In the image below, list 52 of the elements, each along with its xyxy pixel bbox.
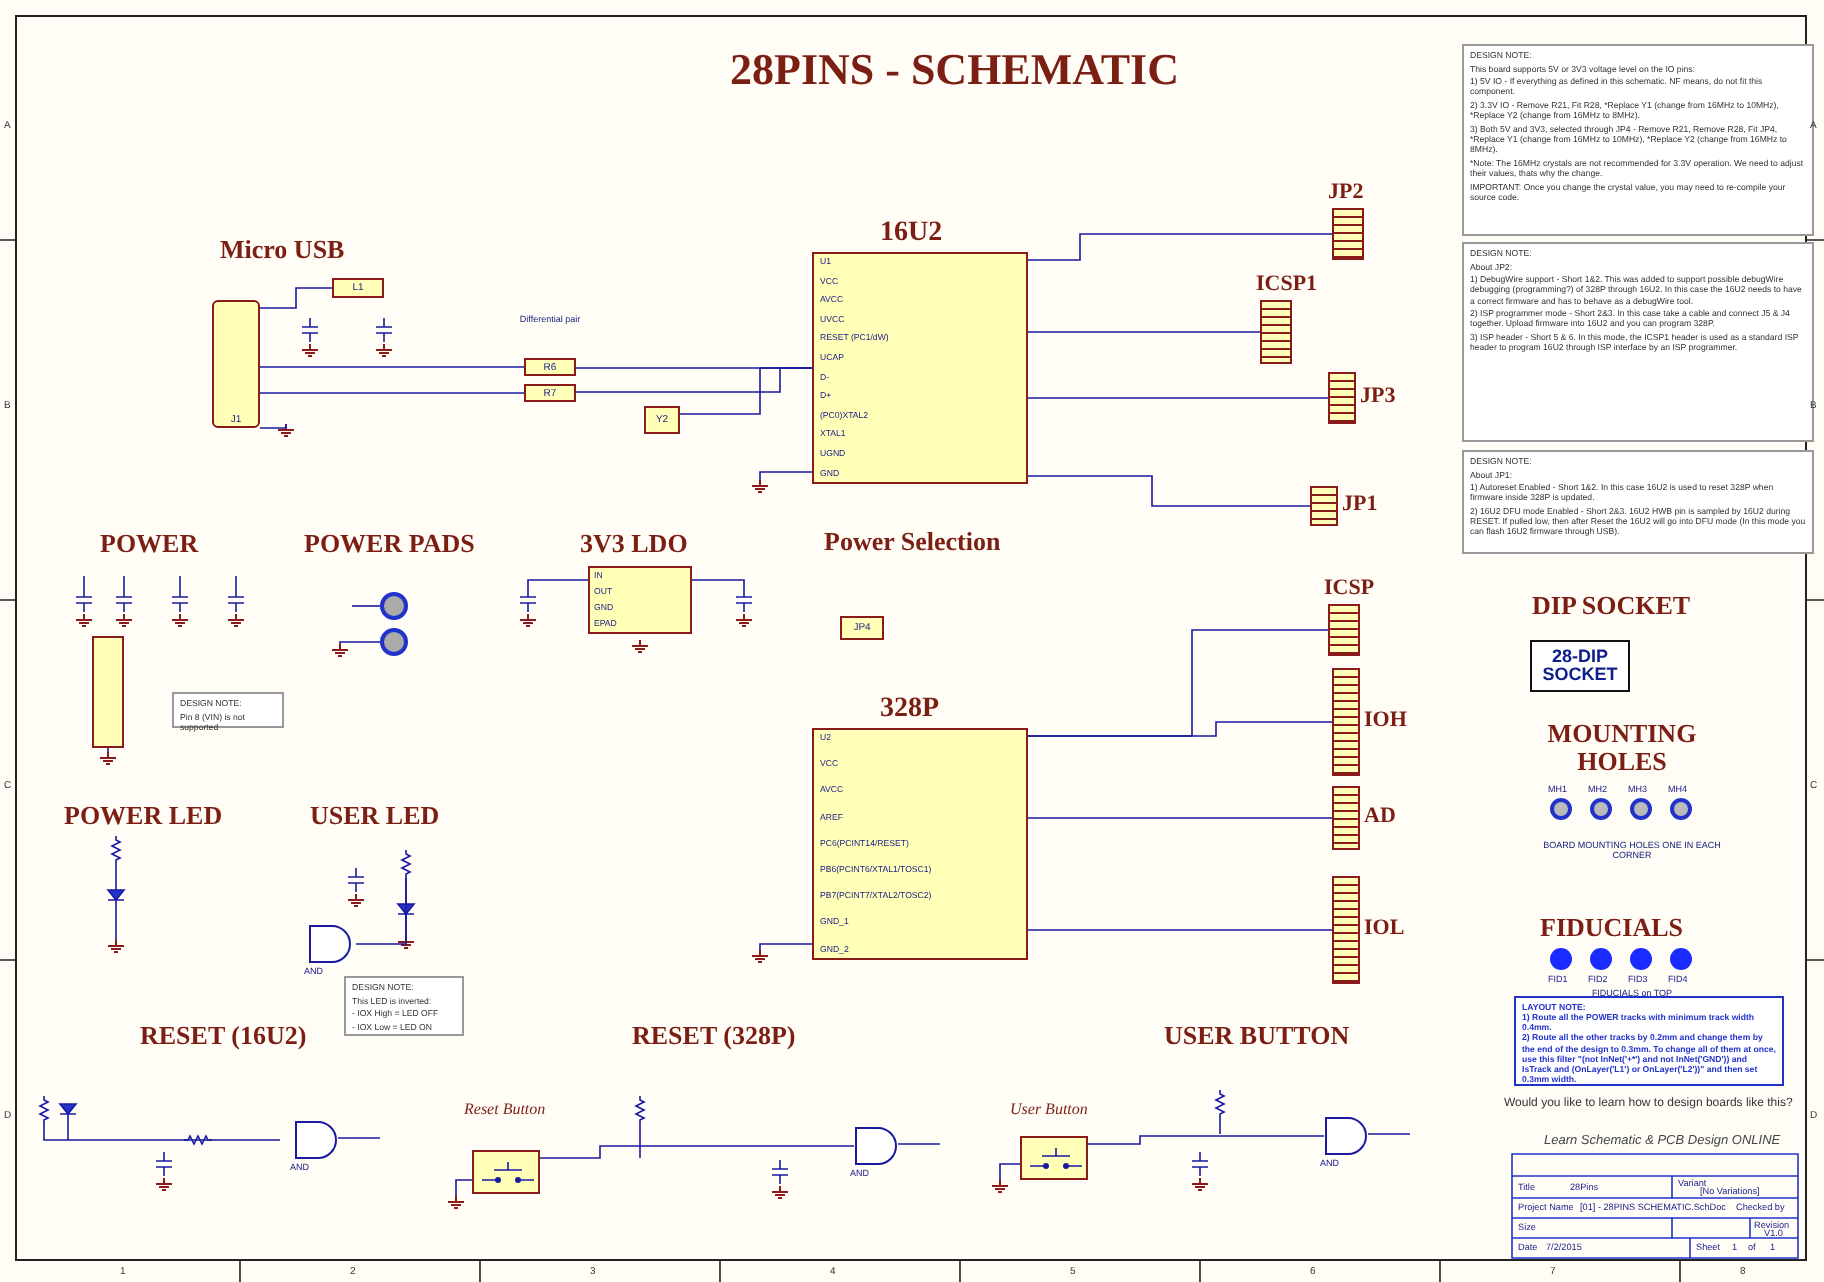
push-button-switch [1020,1136,1088,1180]
section-heading: Power Selection [824,526,1001,558]
header-label: ICSP1 [1256,272,1318,296]
chip-heading: 16U2 [880,218,943,250]
socket-box: 28-DIP SOCKET [1530,640,1630,692]
power-pad [380,628,408,656]
wire [1027,397,1329,399]
header-label: AD [1364,804,1396,828]
header-label: JP1 [1342,492,1378,516]
design-note-box [1462,242,1814,442]
regulator-chip [588,566,692,634]
design-note-box [1462,450,1814,554]
section-heading: RESET (328P) [632,1020,796,1052]
wire [259,287,333,309]
section-heading: MOUNTING HOLES [1545,720,1699,775]
design-note-box [1462,44,1814,236]
section-heading: POWER [100,528,199,560]
wire [679,367,813,415]
layout-note-box [1514,996,1784,1086]
subsection-label: Reset Button [464,1100,546,1118]
header-label: IOL [1364,916,1405,940]
section-heading: USER BUTTON [1164,1020,1350,1052]
section-heading: DIP SOCKET [1532,590,1691,622]
wire [1027,331,1261,333]
push-button-switch [472,1150,540,1194]
header-label: JP3 [1360,384,1396,408]
header-label: JP2 [1328,180,1364,204]
header-label: IOH [1364,708,1407,732]
section-heading: Micro USB [220,234,345,266]
design-note-box [344,976,464,1036]
section-heading: POWER PADS [304,528,475,560]
wire [1027,721,1333,737]
wire [1027,475,1311,507]
section-heading: 3V3 LDO [580,528,688,560]
wire [1027,929,1333,931]
section-heading: USER LED [310,800,440,832]
wire [539,1145,855,1159]
wire [259,366,525,368]
pin-header [92,636,124,748]
section-heading: POWER LED [64,800,223,832]
wire [1027,233,1333,261]
section-heading: RESET (16U2) [140,1020,307,1052]
section-heading: FIDUCIALS [1540,912,1684,944]
wire [1027,817,1333,819]
schematic-title: 28PINS - SCHEMATIC [730,44,1180,96]
wire [259,392,525,394]
chip-heading: 328P [880,694,940,726]
power-pad [380,592,408,620]
wire [1087,1135,1325,1145]
header-label: ICSP [1324,576,1375,600]
subsection-label: User Button [1010,1100,1088,1118]
design-note-box [172,692,284,728]
